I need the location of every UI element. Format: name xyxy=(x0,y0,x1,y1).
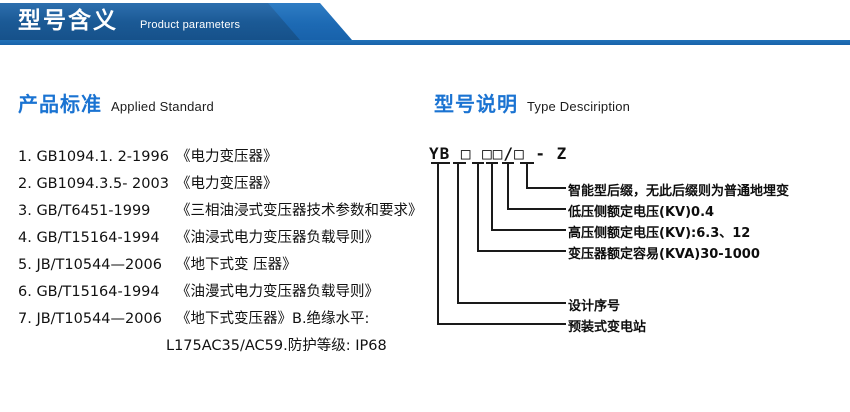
list-item: 7. JB/T10544—2006 《地下式变压器》B.绝缘水平: xyxy=(18,307,428,334)
banner-baseline-rule xyxy=(0,40,850,45)
callout-label-design-serial: 设计序号 xyxy=(568,299,621,314)
banner-subtitle: Product parameters xyxy=(140,19,241,31)
section-heading-en: Type Desciription xyxy=(527,99,631,114)
section-heading-cn: 型号说明 xyxy=(434,92,518,116)
list-item: 2. GB1094.3.5- 2003 《电力变压器》 xyxy=(18,172,428,199)
standard-name: 《三相油浸式变压器技术参数和要求》 xyxy=(176,203,423,219)
list-item: 3. GB/T6451-1999 《三相油浸式变压器技术参数和要求》 xyxy=(18,199,428,226)
list-item: 1. GB1094.1. 2-1996 《电力变压器》 xyxy=(18,145,428,172)
callout-label-rated-capacity: 变压器额定容易(KVA)30-1000 xyxy=(568,247,760,262)
page-header-banner: 型号含义 Product parameters xyxy=(0,0,850,46)
standard-name: 《地下式变 压器》 xyxy=(176,257,297,273)
callout-label-prefab-substation: 预装式变电站 xyxy=(568,320,647,335)
standard-code: 3. GB/T6451-1999 xyxy=(18,203,151,219)
list-item: 6. GB/T15164-1994 《油漫式电力变压器负载导则》 xyxy=(18,280,428,307)
model-code-string: YB □ □□/□ - Z xyxy=(429,144,568,163)
model-code-diagram: YB □ □□/□ - Z 智能型后缀，无此后缀则为普通地埋变 低压侧额定 xyxy=(420,140,850,350)
standard-code: 5. JB/T10544—2006 xyxy=(18,257,162,273)
section-heading-applied-standard: 产品标准 Applied Standard xyxy=(18,88,214,117)
banner-title: 型号含义 xyxy=(18,8,118,34)
standard-code: 2. GB1094.3.5- 2003 xyxy=(18,176,169,192)
leader-lines xyxy=(431,162,566,325)
standard-name: 《电力变压器》 xyxy=(176,176,278,192)
standard-name: 《地下式变压器》B.绝缘水平: xyxy=(176,311,370,327)
banner-dark-shape xyxy=(0,3,300,40)
standard-code: 1. GB1094.1. 2-1996 xyxy=(18,149,169,165)
standard-name: 《油浸式电力变压器负载导则》 xyxy=(176,230,379,246)
standard-name: 《电力变压器》 xyxy=(176,149,278,165)
section-heading-en: Applied Standard xyxy=(111,99,214,114)
standard-code: 6. GB/T15164-1994 xyxy=(18,284,160,300)
list-item: 5. JB/T10544—2006 《地下式变 压器》 xyxy=(18,253,428,280)
callout-label-smart-suffix: 智能型后缀，无此后缀则为普通地埋变 xyxy=(568,184,790,199)
standards-list: 1. GB1094.1. 2-1996 《电力变压器》 2. GB1094.3.… xyxy=(18,145,428,364)
callout-label-lv-rated-voltage: 低压侧额定电压(KV)0.4 xyxy=(568,205,715,220)
standard-name: 《油漫式电力变压器负载导则》 xyxy=(176,284,379,300)
section-heading-type-description: 型号说明 Type Desciription xyxy=(434,88,630,117)
standard-code: 4. GB/T15164-1994 xyxy=(18,230,160,246)
callout-label-hv-rated-voltage: 高压侧额定电压(KV):6.3、12 xyxy=(568,226,751,241)
section-heading-cn: 产品标准 xyxy=(18,92,102,116)
list-item: 4. GB/T15164-1994 《油浸式电力变压器负载导则》 xyxy=(18,226,428,253)
standard-code: 7. JB/T10544—2006 xyxy=(18,311,162,327)
standard-continuation-line: L175AC35/AC59.防护等级: IP68 xyxy=(166,338,387,354)
